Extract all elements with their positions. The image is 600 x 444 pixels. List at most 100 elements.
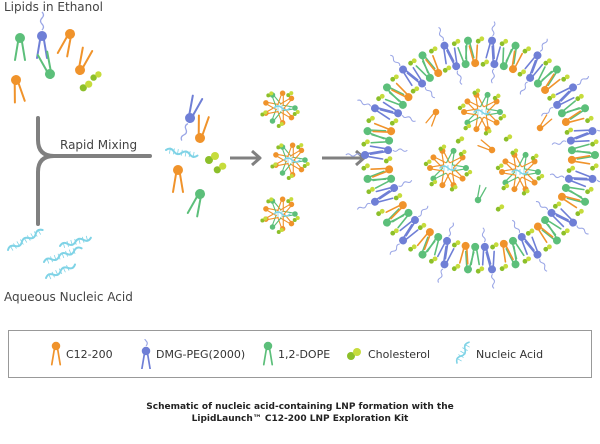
dope-lipid <box>363 127 387 140</box>
nucleic-acid-strand <box>59 235 92 248</box>
cholesterol <box>543 58 552 66</box>
c12-200-lipid <box>426 164 444 172</box>
rapid-mixing-label: Rapid Mixing <box>60 138 138 152</box>
c12-200-lipid <box>468 44 480 68</box>
dmg-peg-lipid <box>141 339 151 369</box>
cholesterol <box>442 65 452 73</box>
small-lnp <box>260 196 300 234</box>
nucleic-acid-strand <box>273 105 291 111</box>
mixed-components-group <box>165 94 227 218</box>
dope-lipid <box>279 160 292 176</box>
c12-200-lipid <box>195 114 210 143</box>
cholesterol <box>383 156 393 164</box>
dope-lipid <box>269 214 282 230</box>
dmg-peg-lipid <box>524 236 548 272</box>
cholesterol <box>564 127 574 135</box>
cholesterol-icon <box>347 348 361 360</box>
nucleic-acid-strand <box>45 263 77 280</box>
c12-200-lipid <box>561 110 585 127</box>
dmg-peg-lipid <box>437 245 455 283</box>
c12-200-lipid <box>460 108 478 116</box>
dope-lipid <box>384 91 407 109</box>
legend-label: DMG-PEG(2000) <box>156 347 246 361</box>
cholesterol <box>376 208 385 217</box>
dmg-peg-lipid <box>375 179 413 200</box>
cholesterol <box>522 46 531 54</box>
c12-200-lipid <box>425 54 443 78</box>
dmg-peg-lipid <box>438 26 455 65</box>
small-lnp <box>270 142 310 180</box>
c12-200-lipid <box>477 139 496 154</box>
cholesterol <box>449 184 458 192</box>
cholesterol <box>495 204 505 212</box>
dope-lipid <box>370 133 394 145</box>
cholesterol <box>376 93 385 102</box>
dope-lipid <box>566 190 590 206</box>
cholesterol <box>205 152 219 164</box>
dmg-peg-lipid <box>573 170 600 185</box>
cholesterol <box>408 58 417 66</box>
cholesterol <box>475 36 485 44</box>
dmg-peg-lipid-icon <box>141 339 151 369</box>
c12-200-lipid <box>279 95 295 109</box>
legend-label: Nucleic Acid <box>476 347 544 361</box>
cholesterol <box>286 173 294 180</box>
dope-lipid <box>452 164 470 172</box>
cholesterol <box>547 93 556 101</box>
cholesterol <box>585 115 594 124</box>
cholesterol <box>561 228 570 236</box>
cholesterol <box>480 59 490 67</box>
cholesterol <box>463 123 472 131</box>
nucleic-acid-strand <box>43 246 83 264</box>
dope-lipid <box>391 208 413 229</box>
c12-200-lipid <box>279 107 295 121</box>
dope-lipid <box>186 189 205 218</box>
cholesterol <box>475 266 485 274</box>
dope-lipid <box>518 151 529 169</box>
cholesterol <box>270 162 278 169</box>
cholesterol <box>286 197 294 204</box>
c12-200-lipid <box>483 98 500 113</box>
dope-lipid <box>541 223 561 245</box>
cholesterol <box>429 46 438 54</box>
c12-200-lipid <box>498 168 516 176</box>
dmg-peg-lipid <box>390 54 419 87</box>
cholesterol <box>390 228 399 236</box>
cholesterol <box>464 169 473 177</box>
dope-lipid <box>463 250 475 274</box>
cholesterol <box>79 80 93 92</box>
dmg-peg-lipid <box>551 132 590 145</box>
cholesterol <box>590 139 599 147</box>
cholesterol <box>510 148 519 156</box>
dope-lipid <box>262 341 274 366</box>
cholesterol <box>585 186 594 195</box>
cholesterol <box>521 188 530 196</box>
c12-200-lipid <box>372 122 396 136</box>
c12-200-lipid <box>279 201 295 215</box>
dmg-peg-lipid <box>480 227 492 266</box>
dope-lipid <box>541 216 562 236</box>
caption-line-1: Schematic of nucleic acid-containing LNP… <box>146 402 454 412</box>
dope-lipid <box>446 147 457 165</box>
cholesterol <box>292 110 300 117</box>
inner-lnp-core <box>495 148 545 196</box>
c12-200-lipid <box>567 155 591 165</box>
cholesterol <box>393 193 403 201</box>
cholesterol <box>90 71 102 81</box>
cholesterol <box>361 163 370 171</box>
cholesterol <box>361 139 370 147</box>
dmg-peg-lipid <box>549 173 588 188</box>
c12-200-lipid <box>277 90 286 107</box>
dope-lipid-icon <box>262 341 274 366</box>
dmg-peg-lipid <box>512 219 535 256</box>
cholesterol <box>575 93 584 102</box>
dmg-peg-lipid <box>485 250 497 289</box>
cholesterol <box>517 69 526 77</box>
nucleic-acid-strand <box>473 109 491 115</box>
cholesterol <box>347 348 361 360</box>
dmg-peg-lipid <box>356 190 394 210</box>
dmg-peg-lipid <box>524 38 548 74</box>
dmg-peg-lipid <box>436 222 454 260</box>
cholesterol <box>503 134 513 142</box>
nucleic-acid-strand <box>455 341 470 364</box>
